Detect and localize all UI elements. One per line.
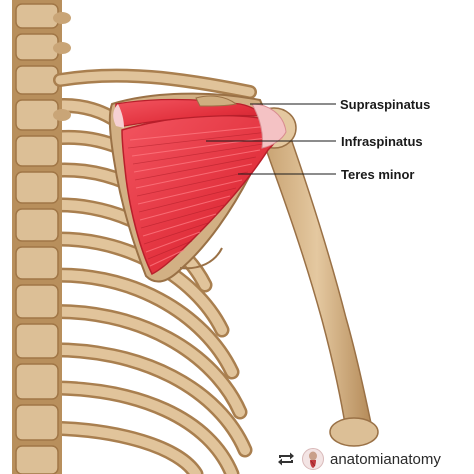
leader-lines bbox=[206, 103, 336, 175]
rotator-cuff-tendon bbox=[113, 103, 287, 149]
repost-credit: anatomianatomy bbox=[276, 447, 441, 471]
label-infraspinatus: Infraspinatus bbox=[341, 134, 423, 149]
avatar-icon bbox=[302, 448, 324, 470]
spine bbox=[12, 0, 71, 474]
account-handle: anatomianatomy bbox=[330, 450, 441, 468]
repost-icon bbox=[276, 451, 296, 467]
label-supraspinatus: Supraspinatus bbox=[340, 97, 431, 112]
label-teres-minor: Teres minor bbox=[341, 167, 415, 182]
infraspinatus-muscle bbox=[121, 114, 283, 276]
humerus bbox=[251, 107, 379, 447]
